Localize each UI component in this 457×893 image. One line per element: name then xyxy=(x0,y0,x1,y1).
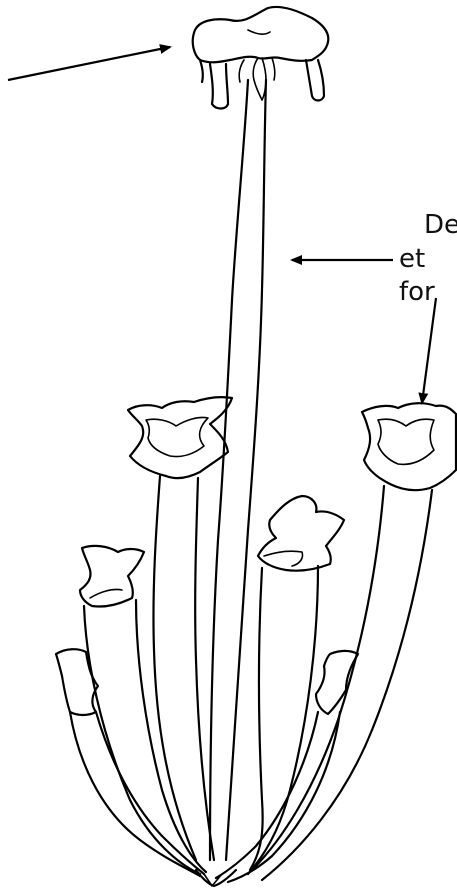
arrow-to-pitcher xyxy=(422,298,436,403)
label-line-3: for xyxy=(399,277,435,307)
arrow-to-flower xyxy=(8,47,170,80)
label-line-2: et xyxy=(399,244,425,274)
flower-stem xyxy=(210,80,266,860)
pitcher-middle-right xyxy=(248,496,344,874)
pitcher-left xyxy=(80,546,206,874)
flower xyxy=(193,7,329,109)
pitcher-center-left xyxy=(128,397,232,860)
label-line-1: De xyxy=(424,210,457,240)
